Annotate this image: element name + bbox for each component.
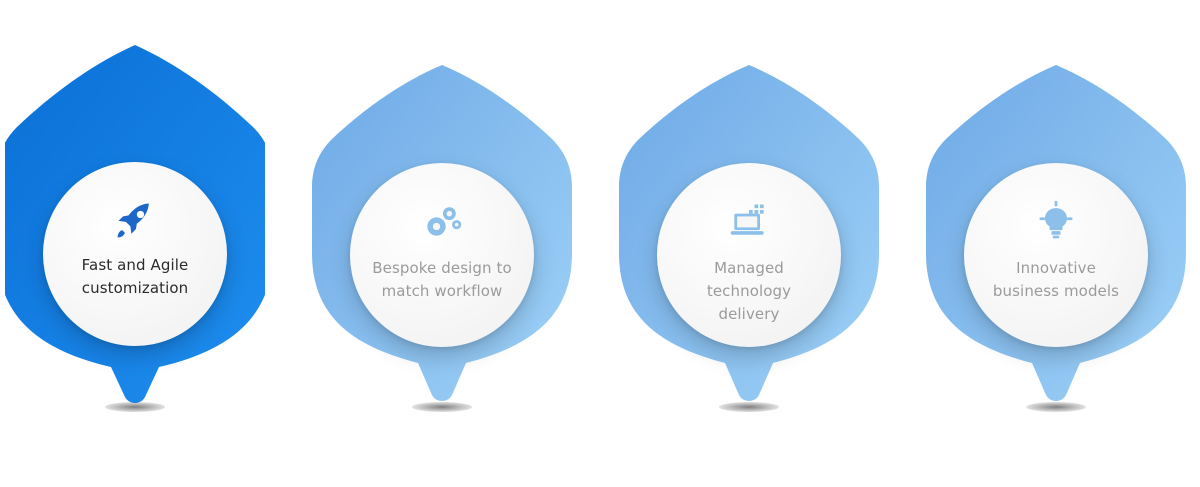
pin-shadow xyxy=(1026,402,1086,412)
feature-label: Fast and Agile customization xyxy=(81,256,189,297)
feature-pin-innovative-models[interactable]: Innovative business models xyxy=(926,45,1186,415)
pin-shadow xyxy=(719,402,779,412)
pin-shadow xyxy=(412,402,472,412)
feature-pin-bespoke-design[interactable]: Bespoke design to match workflow xyxy=(312,45,572,415)
feature-pin-fast-agile[interactable]: Fast and Agile customization xyxy=(5,45,265,415)
feature-disc: Bespoke design to match workflow xyxy=(350,163,534,347)
laptop-icon xyxy=(727,201,771,241)
gears-icon xyxy=(420,201,464,241)
pin-shadow xyxy=(105,402,165,412)
feature-disc: Fast and Agile customization xyxy=(43,162,227,346)
rocket-icon xyxy=(113,200,157,240)
lightbulb-icon xyxy=(1034,200,1078,241)
feature-disc: Managed technology delivery xyxy=(657,163,841,347)
feature-label: Managed technology delivery xyxy=(706,259,792,323)
feature-disc: Innovative business models xyxy=(964,163,1148,347)
feature-label: Bespoke design to match workflow xyxy=(372,259,512,300)
feature-pin-managed-delivery[interactable]: Managed technology delivery xyxy=(619,45,879,415)
feature-label: Innovative business models xyxy=(992,259,1120,300)
